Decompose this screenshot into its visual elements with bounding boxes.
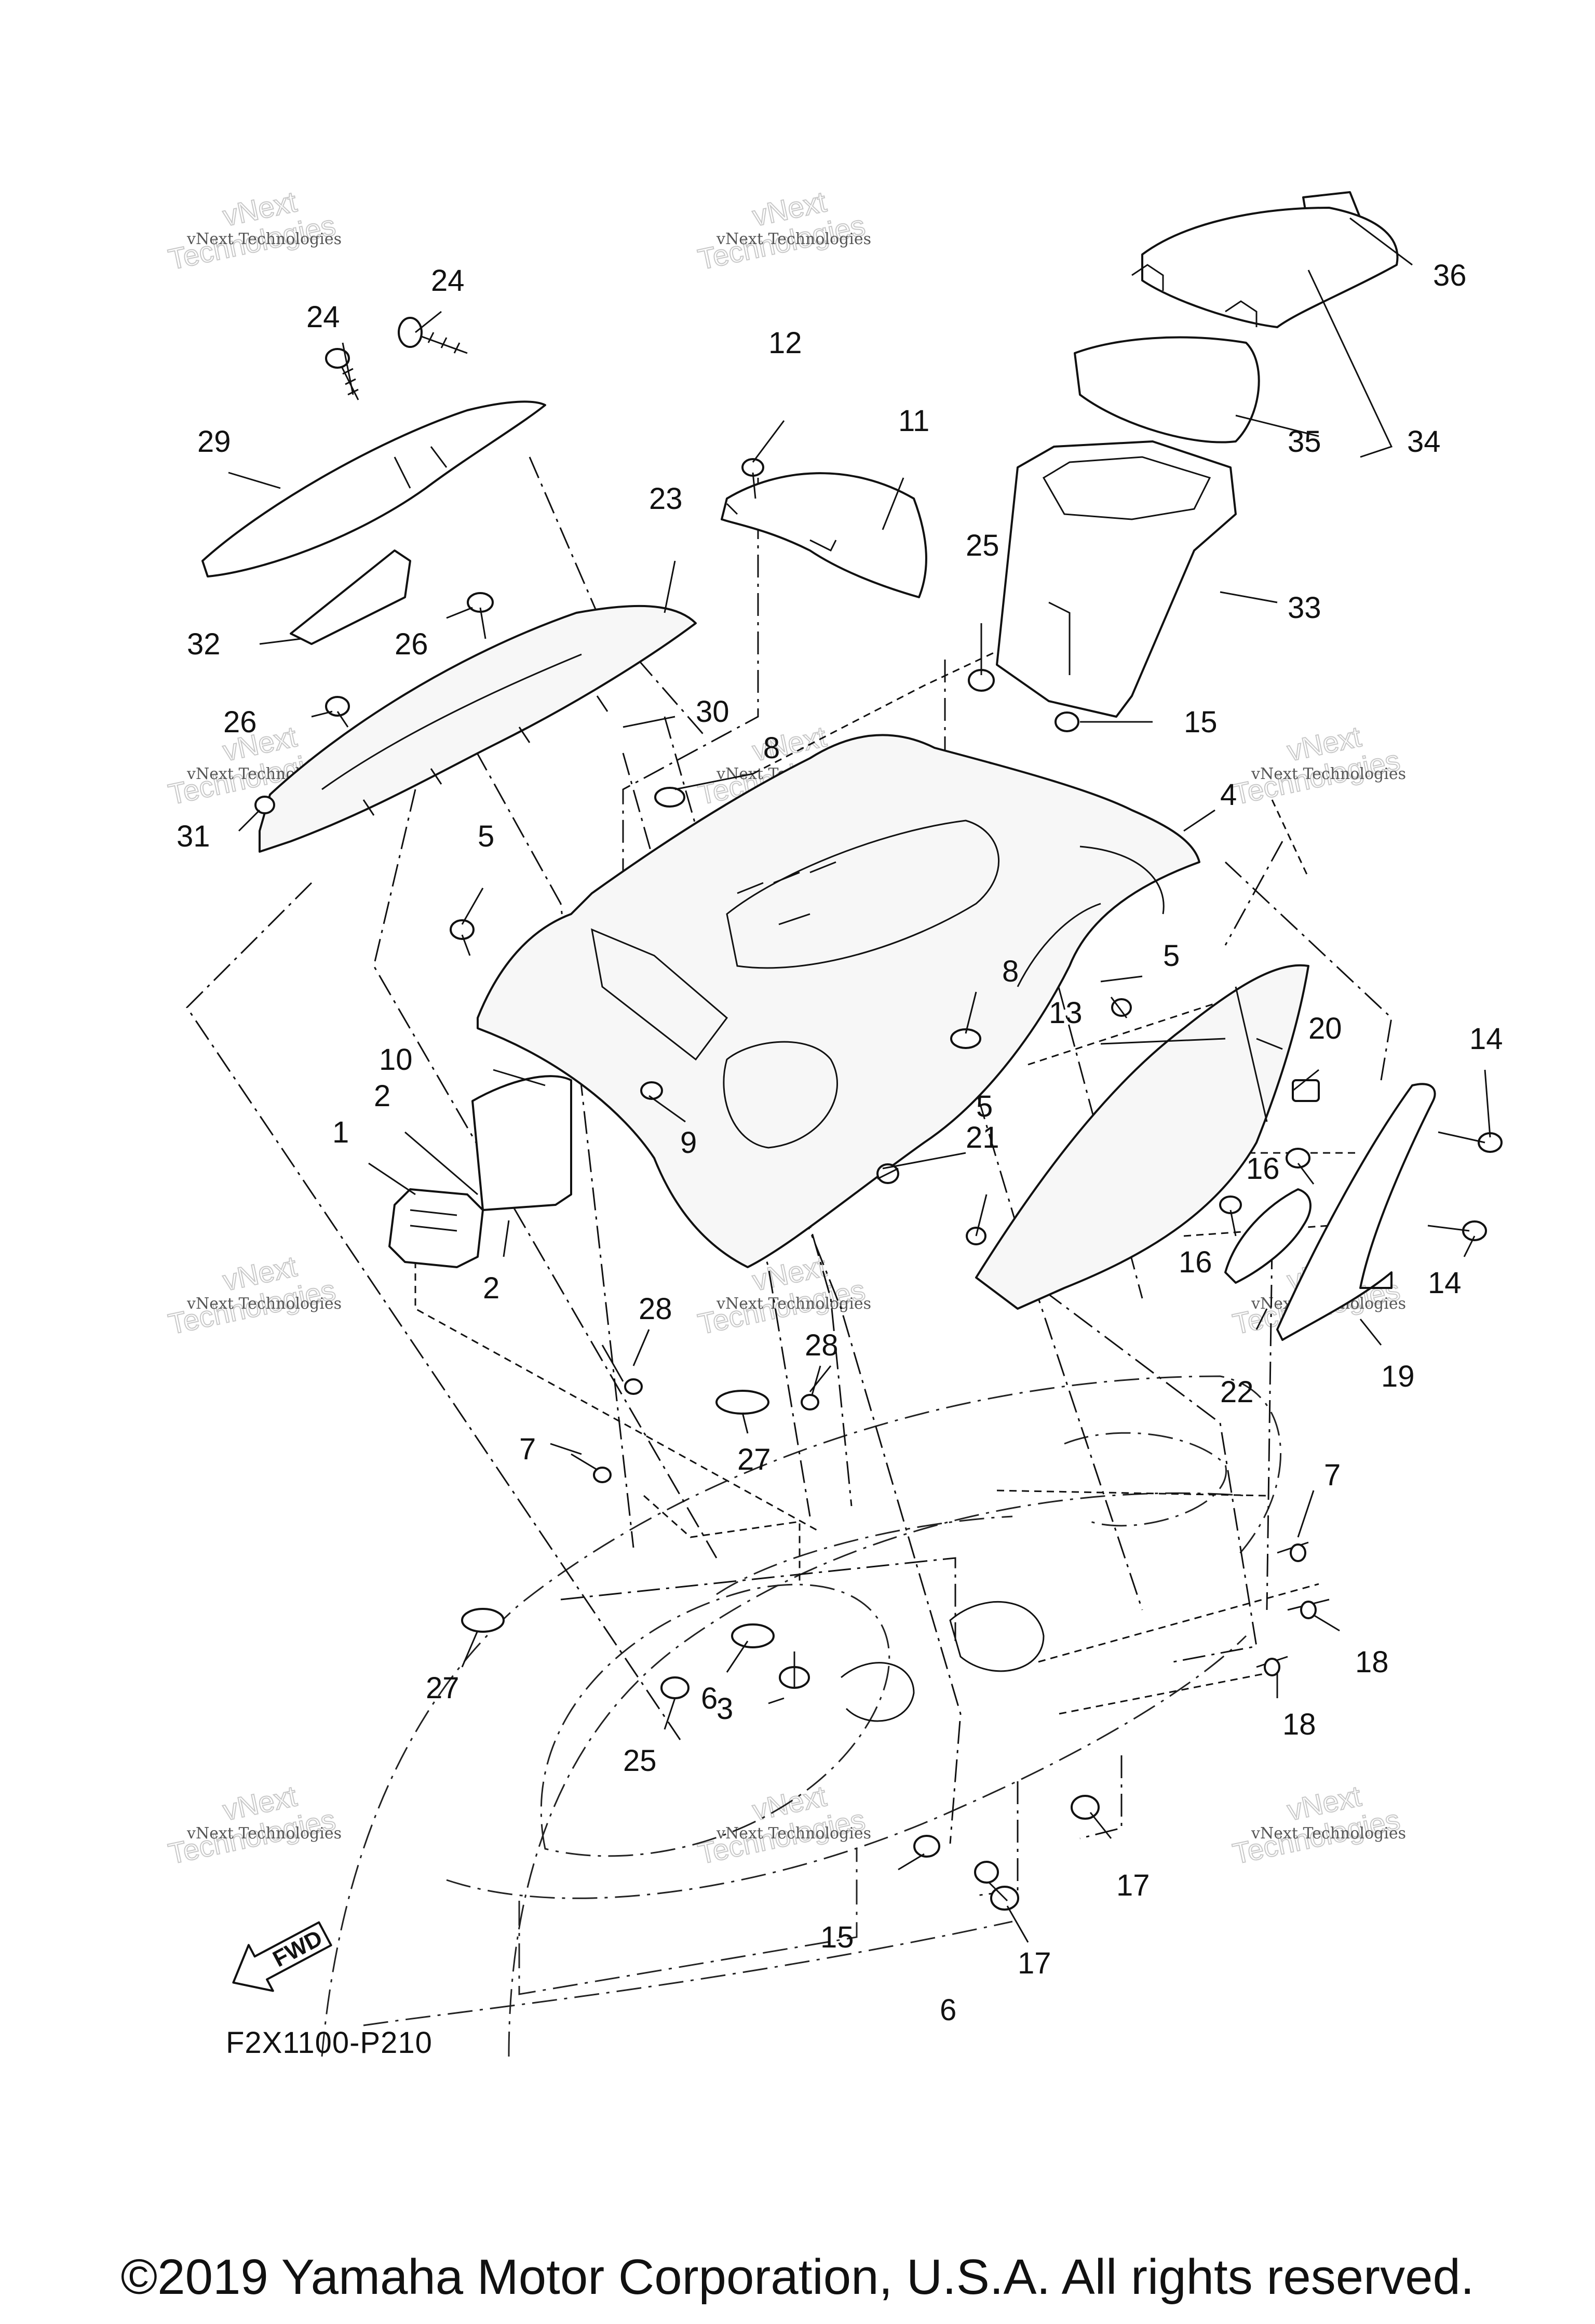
part-23-side-rail	[259, 604, 697, 853]
callout-20: 20	[1308, 1012, 1342, 1045]
callout-1: 1	[332, 1116, 349, 1149]
callout-17: 17	[1116, 1869, 1150, 1902]
callout-24: 24	[431, 264, 465, 298]
callout-14: 14	[1469, 1022, 1503, 1056]
callout-32: 32	[187, 627, 221, 661]
watermark-small-text: vNext Technologies	[186, 1295, 342, 1313]
watermark-small-text: vNext Technologies	[1251, 1824, 1406, 1843]
fwd-arrow: FWD	[232, 1921, 332, 1992]
callout-2: 2	[483, 1271, 499, 1305]
copyright-notice: ©2019 Yamaha Motor Corporation, U.S.A. A…	[120, 2249, 1475, 2305]
parts	[201, 191, 1436, 1341]
callout-25: 25	[623, 1744, 657, 1778]
callout-22: 22	[1220, 1375, 1254, 1409]
part-4-deck	[477, 734, 1200, 1268]
callout-26: 26	[395, 627, 428, 661]
callout-5: 5	[478, 820, 494, 853]
part-33-storage-bin	[996, 440, 1237, 718]
callout-15: 15	[1184, 705, 1218, 739]
callout-28: 28	[639, 1292, 672, 1326]
callout-8: 8	[1002, 955, 1019, 988]
watermark-small-text: vNext Technologies	[1251, 765, 1406, 783]
callout-17: 17	[1018, 1946, 1051, 1980]
watermark-small-text: vNext Technologies	[716, 1824, 871, 1843]
part-19-strake	[1276, 1083, 1436, 1341]
callout-34: 34	[1407, 425, 1441, 459]
hull-outline	[321, 1375, 1282, 2057]
part-13-side-panel	[975, 964, 1309, 1310]
callout-7: 7	[1324, 1458, 1341, 1492]
watermark-small-text: vNext Technologies	[186, 230, 342, 248]
leader-lines	[228, 217, 1491, 1943]
callout-25: 25	[966, 529, 999, 562]
callout-16: 16	[1179, 1245, 1212, 1279]
callout-3: 3	[717, 1692, 733, 1726]
callout-9: 9	[680, 1126, 697, 1160]
callout-27: 27	[737, 1443, 771, 1476]
callout-28: 28	[805, 1328, 839, 1362]
watermark-small-text: vNext Technologies	[186, 1824, 342, 1843]
callout-11: 11	[898, 404, 929, 438]
callout-24: 24	[306, 300, 340, 334]
callout-30: 30	[696, 695, 729, 729]
callout-7: 7	[519, 1432, 536, 1466]
callout-13: 13	[1049, 996, 1083, 1030]
callout-26: 26	[223, 705, 257, 739]
callout-36: 36	[1433, 259, 1467, 292]
part-32-plate	[290, 549, 411, 645]
callout-18: 18	[1282, 1708, 1316, 1741]
callout-27: 27	[426, 1671, 459, 1705]
drawing-code: F2X1100-P210	[226, 2026, 432, 2060]
callout-6: 6	[940, 1993, 956, 2027]
fwd-label: FWD	[269, 1925, 327, 1972]
part-22-pad	[1224, 1188, 1312, 1284]
callout-33: 33	[1288, 591, 1321, 625]
callout-21: 21	[966, 1121, 999, 1154]
part-11-cover	[721, 472, 927, 598]
callout-15: 15	[820, 1920, 854, 1954]
callout-5: 5	[1163, 939, 1180, 973]
callout-19: 19	[1381, 1360, 1415, 1393]
callout-5: 5	[976, 1090, 993, 1123]
callout-18: 18	[1355, 1645, 1389, 1679]
callout-35: 35	[1288, 425, 1321, 459]
callout-6: 6	[701, 1682, 718, 1715]
callout-12: 12	[768, 326, 802, 360]
callout-23: 23	[649, 482, 683, 516]
assembly-lines	[186, 456, 1393, 1897]
watermark-small-text: vNext Technologies	[716, 230, 871, 248]
part-29-trim	[201, 400, 546, 577]
callout-29: 29	[197, 425, 231, 459]
callout-4: 4	[1220, 778, 1237, 812]
callout-31: 31	[177, 820, 210, 853]
callout-16: 16	[1246, 1152, 1280, 1186]
part-34-lid	[1141, 207, 1399, 328]
callout-14: 14	[1428, 1266, 1462, 1300]
watermark-small-text: vNext Technologies	[716, 1295, 871, 1313]
callout-10: 10	[379, 1043, 413, 1077]
callout-2: 2	[374, 1079, 390, 1113]
part-10-panel	[471, 1075, 572, 1211]
callout-8: 8	[763, 731, 780, 765]
callout-numbers: 36 35 34 33 12 11 25 15 4 24 24 29 23 32…	[177, 259, 1503, 2027]
part-35-pad	[1074, 336, 1260, 444]
